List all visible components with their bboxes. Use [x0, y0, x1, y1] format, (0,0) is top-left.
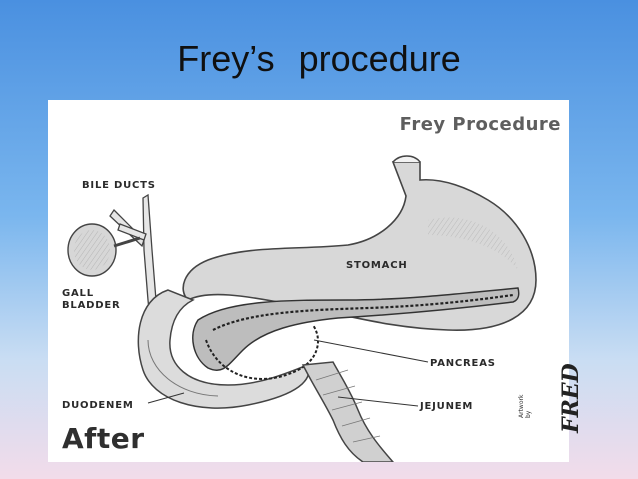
label-gall-bladder: Gall Bladder [62, 288, 120, 312]
jejunum-shape [301, 361, 395, 462]
label-gall-bladder-line2: Bladder [62, 300, 121, 311]
gall-bladder [67, 223, 141, 277]
label-stomach: Stomach [346, 260, 408, 271]
figure-title: Frey Procedure [399, 114, 561, 135]
slide-title: Frey’s procedure [177, 38, 461, 79]
label-pancreas: Pancreas [430, 358, 496, 369]
anatomy-illustration: Frey Procedure Bile Ducts Gall Bladder S… [48, 100, 584, 462]
artwork-credit: Artwork by [518, 394, 532, 418]
artist-signature: FRED [558, 363, 584, 433]
label-jejunem: Jejunem [420, 401, 474, 412]
pancreas-shape [192, 287, 520, 380]
leader-lines [147, 339, 429, 407]
anatomy-drawing [67, 155, 537, 462]
label-bile-ducts: Bile Ducts [82, 180, 156, 191]
label-duodenem: Duodenem [62, 400, 134, 411]
after-caption: After [62, 422, 145, 455]
label-gall-bladder-line1: Gall [62, 288, 94, 299]
